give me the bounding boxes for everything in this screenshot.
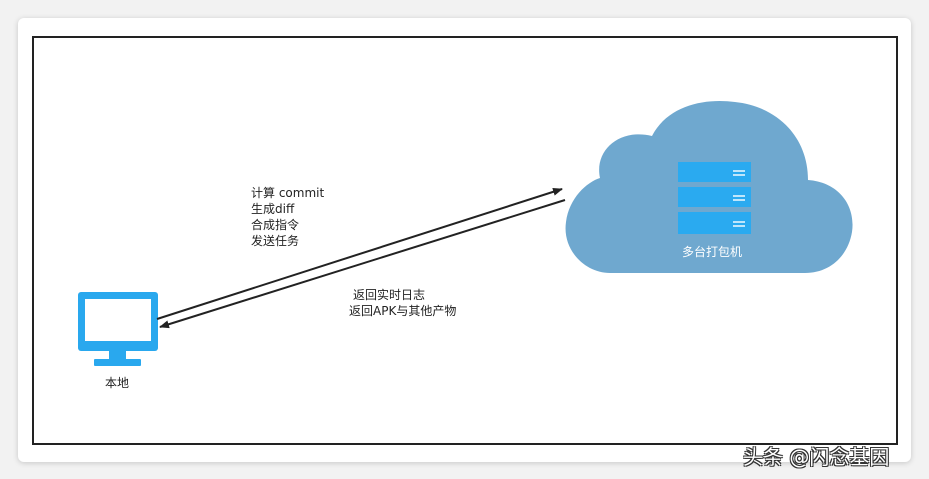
- watermark: 头条 @闪念基因: [743, 445, 890, 469]
- cloud-label: 多台打包机: [682, 245, 743, 259]
- local-label: 本地: [105, 376, 130, 390]
- request-line-1: 计算 commit: [251, 186, 325, 200]
- monitor-icon: [78, 292, 158, 366]
- response-arrow: [159, 199, 566, 329]
- cloud-icon: [565, 100, 853, 273]
- diagram-frame: [32, 36, 898, 445]
- request-arrow: [156, 187, 563, 320]
- request-line-2: 生成diff: [251, 202, 295, 216]
- server-icon: [678, 162, 751, 234]
- request-line-3: 合成指令: [251, 218, 300, 232]
- response-line-2: 返回APK与其他产物: [349, 304, 457, 318]
- request-line-4: 发送任务: [251, 234, 300, 248]
- response-line-1: 返回实时日志: [353, 288, 426, 302]
